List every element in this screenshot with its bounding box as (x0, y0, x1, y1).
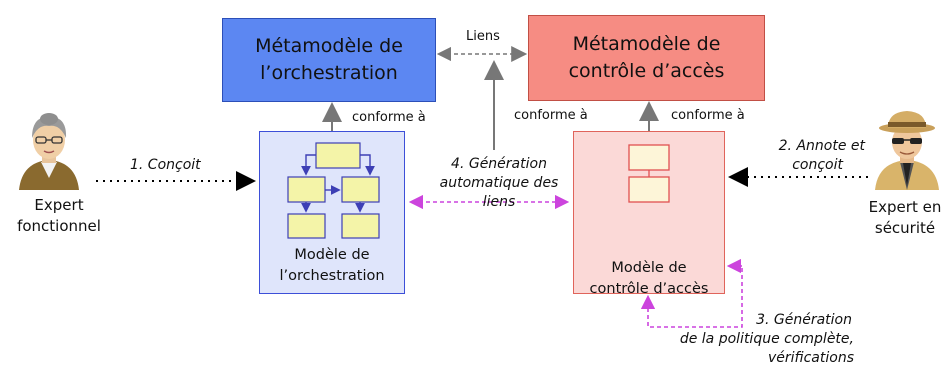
step4-line2: automatique des (439, 175, 559, 191)
conforme-label-ac: conforme à (671, 108, 745, 123)
conforme-label-links: conforme à (514, 108, 588, 123)
security-expert-avatar-icon (875, 111, 939, 190)
step1-label: 1. Conçoit (130, 157, 201, 173)
step3-label: 3. Génération de la politique complète, … (670, 311, 900, 368)
functional-expert-line2: fonctionnel (17, 217, 101, 235)
step4-label: 4. Génération automatique des liens (430, 155, 568, 212)
conforme-label-orch: conforme à (352, 110, 426, 125)
security-expert-line2: sécurité (874, 219, 936, 237)
metamodel-access-control-line2: contrôle d’accès (568, 60, 725, 82)
functional-expert-label: Expert fonctionnel (15, 195, 103, 237)
metamodel-access-control-box: Métamodèle de contrôle d’accès (528, 15, 765, 101)
functional-expert-line1: Expert (34, 196, 84, 214)
step4-line1: 4. Génération (451, 156, 547, 172)
functional-expert-avatar-icon (19, 113, 79, 190)
step3-line3: vérifications (768, 350, 854, 366)
model-access-control-line1: Modèle de (611, 260, 687, 276)
step3-line1: 3. Génération (756, 312, 852, 328)
liens-label: Liens (466, 29, 500, 44)
metamodel-orchestration-line1: Métamodèle de (255, 35, 403, 57)
metamodel-orchestration-box: Métamodèle de l’orchestration (222, 18, 436, 102)
orchestration-flow-icon (287, 142, 380, 239)
step3-line2: de la politique complète, (679, 331, 854, 347)
model-orchestration-line1: Modèle de (294, 247, 370, 263)
model-orchestration-box: Modèle de l’orchestration (259, 131, 405, 294)
model-orchestration-line2: l’orchestration (279, 268, 385, 284)
security-expert-line1: Expert en (868, 198, 942, 216)
step2-line2: conçoit (792, 157, 843, 173)
step2-line1: 2. Annote et (778, 138, 865, 154)
model-access-control-box: Modèle de contrôle d’accès (573, 131, 725, 297)
security-expert-label: Expert en sécurité (860, 197, 950, 239)
step2-label: 2. Annote et conçoit (745, 137, 865, 175)
metamodel-access-control-line1: Métamodèle de (572, 33, 721, 55)
step4-line3: liens (482, 194, 516, 210)
metamodel-orchestration-line2: l’orchestration (260, 62, 398, 84)
access-control-structure-icon (628, 144, 670, 203)
model-access-control-line2: contrôle d’accès (589, 281, 709, 297)
